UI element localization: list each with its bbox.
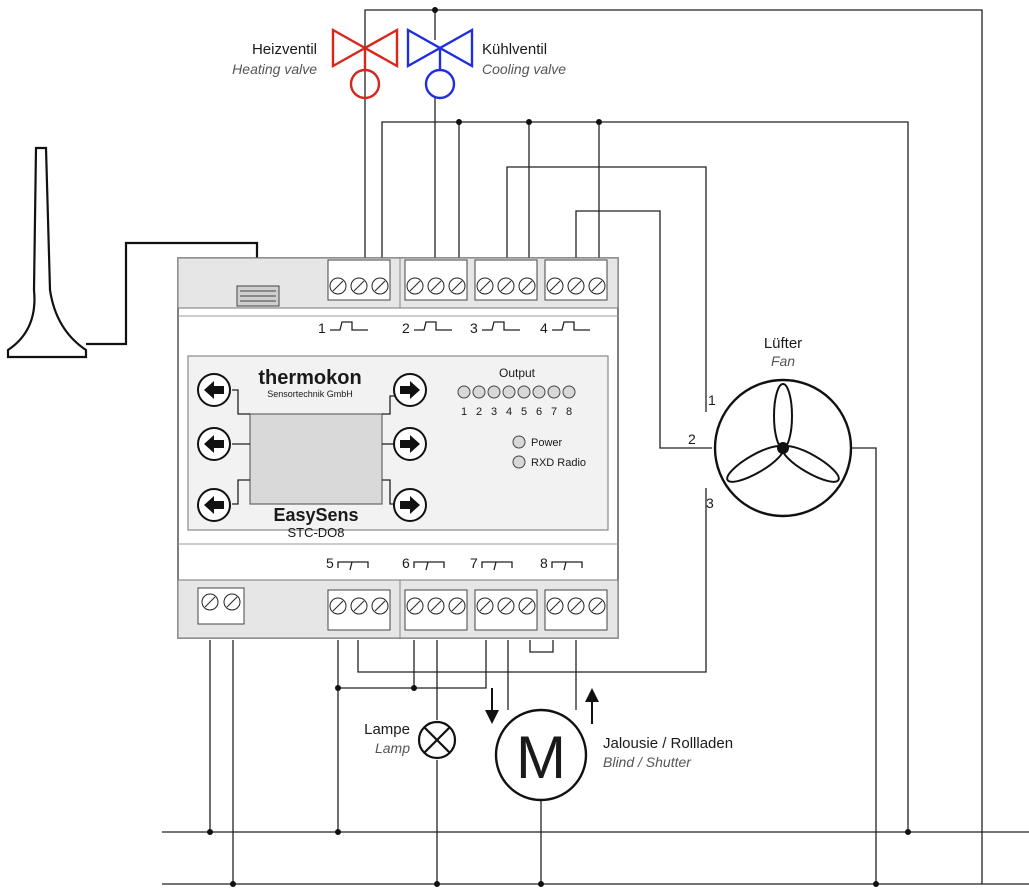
- output-number-3: 3: [491, 406, 497, 418]
- lamp-label-en: Lamp: [375, 740, 410, 756]
- bottom-wiring: [207, 640, 577, 887]
- lamp-icon: [417, 720, 457, 760]
- model-name: STC-DO8: [287, 525, 344, 540]
- lamp-label-de: Lampe: [364, 721, 410, 738]
- output-number-4: 4: [506, 406, 512, 418]
- motor-symbol: M: [516, 724, 566, 791]
- rxd-label: RXD Radio: [531, 457, 586, 469]
- fan-terminal-1: 1: [708, 392, 716, 408]
- fan-label-de: Lüfter: [764, 335, 802, 352]
- brand-logo: thermokon: [258, 367, 361, 389]
- arrow-down-icon: [485, 688, 499, 724]
- bottom-terminals: [197, 587, 608, 631]
- fan-terminal-3: 3: [706, 495, 714, 511]
- relay-label-2: 2: [402, 320, 410, 336]
- output-leds: [457, 385, 576, 399]
- output-number-7: 7: [551, 406, 557, 418]
- heating-valve-label-en: Heating valve: [232, 61, 317, 77]
- output-numbers: 1 2 3 4 5 6 7 8: [461, 406, 572, 418]
- relay-label-3: 3: [470, 320, 478, 336]
- cooling-valve-label-de: Kühlventil: [482, 41, 547, 58]
- rxd-led: [512, 455, 526, 469]
- front-panel: [232, 389, 396, 505]
- top-terminals: [327, 259, 608, 301]
- fan-icon: [713, 378, 853, 518]
- fan-label-en: Fan: [771, 353, 795, 369]
- output-number-2: 2: [476, 406, 482, 418]
- heating-valve-label-de: Heizventil: [252, 41, 317, 58]
- output-number-6: 6: [536, 406, 542, 418]
- relay-label-5: 5: [326, 555, 334, 571]
- power-bus: [162, 831, 1029, 885]
- relay-label-1: 1: [318, 320, 326, 336]
- arrow-left-icon: [197, 373, 231, 522]
- heating-valve-icon: [331, 27, 399, 100]
- power-label: Power: [531, 437, 563, 449]
- relay-label-7: 7: [470, 555, 478, 571]
- arrow-right-icon: [393, 373, 427, 522]
- output-number-1: 1: [461, 406, 467, 418]
- relay-label-4: 4: [540, 320, 548, 336]
- blind-label-en: Blind / Shutter: [603, 754, 692, 770]
- arrow-up-icon: [585, 688, 599, 724]
- blind-label-de: Jalousie / Rollladen: [603, 735, 733, 752]
- relay-label-8: 8: [540, 555, 548, 571]
- relay-label-6: 6: [402, 555, 410, 571]
- output-number-5: 5: [521, 406, 527, 418]
- power-led: [512, 435, 526, 449]
- output-title: Output: [499, 366, 536, 380]
- product-name: EasySens: [273, 505, 358, 525]
- brand-subtitle: Sensortechnik GmbH: [267, 389, 353, 399]
- motor-icon: [494, 708, 588, 802]
- fan-terminal-2: 2: [688, 431, 696, 447]
- relay-labels-bottom: 5 6 7 8: [326, 555, 583, 571]
- cooling-valve-label-en: Cooling valve: [482, 61, 566, 77]
- relay-labels-top: 1 2 3 4: [318, 320, 590, 336]
- cooling-valve-icon: [406, 27, 474, 100]
- output-number-8: 8: [566, 406, 572, 418]
